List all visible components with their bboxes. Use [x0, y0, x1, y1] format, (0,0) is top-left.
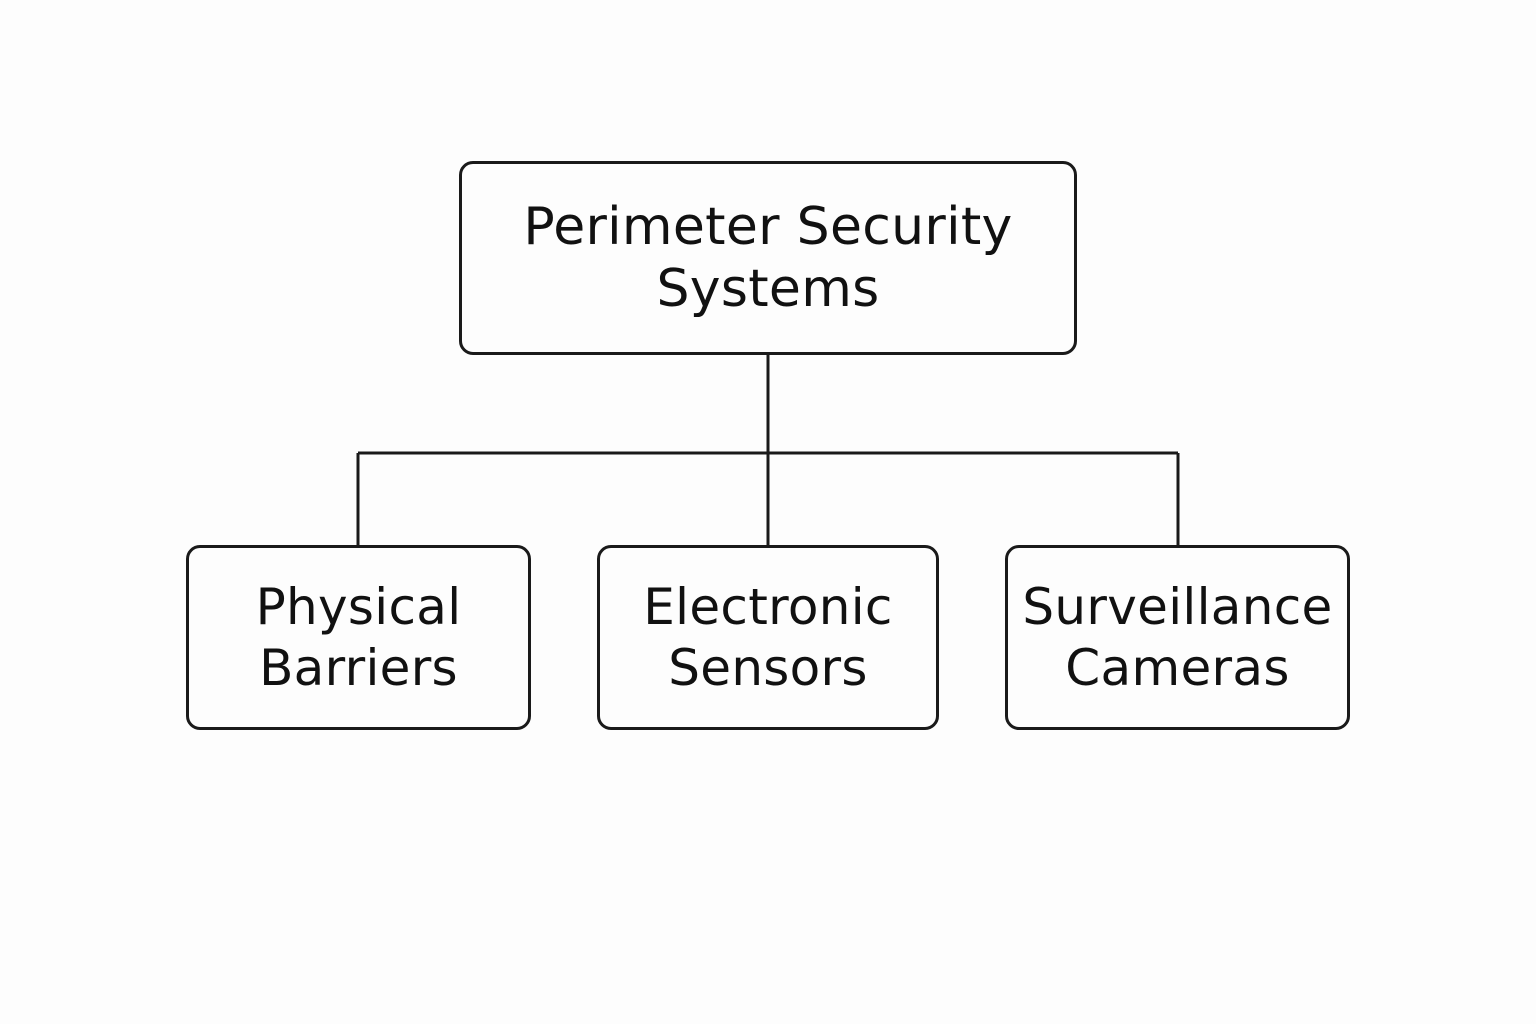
root-label-line-2: Systems	[656, 259, 880, 319]
child-node-electronic-sensors: Electronic Sensors	[597, 545, 939, 730]
child-node-label: Surveillance Cameras	[1022, 577, 1332, 699]
child-2-label-line-1: Electronic	[643, 577, 893, 636]
child-2-label-line-2: Sensors	[668, 638, 868, 697]
child-1-label-line-1: Physical	[255, 577, 462, 636]
child-3-label-line-2: Cameras	[1065, 638, 1290, 697]
child-node-label: Physical Barriers	[256, 577, 462, 699]
child-3-label-line-1: Surveillance	[1022, 577, 1333, 636]
child-node-surveillance-cameras: Surveillance Cameras	[1005, 545, 1350, 730]
child-1-label-line-2: Barriers	[259, 638, 458, 697]
root-node-perimeter-security-systems: Perimeter Security Systems	[459, 161, 1077, 355]
child-node-physical-barriers: Physical Barriers	[186, 545, 531, 730]
child-node-label: Electronic Sensors	[643, 577, 892, 699]
root-label-line-1: Perimeter Security	[523, 197, 1013, 257]
root-node-label: Perimeter Security Systems	[523, 196, 1012, 320]
